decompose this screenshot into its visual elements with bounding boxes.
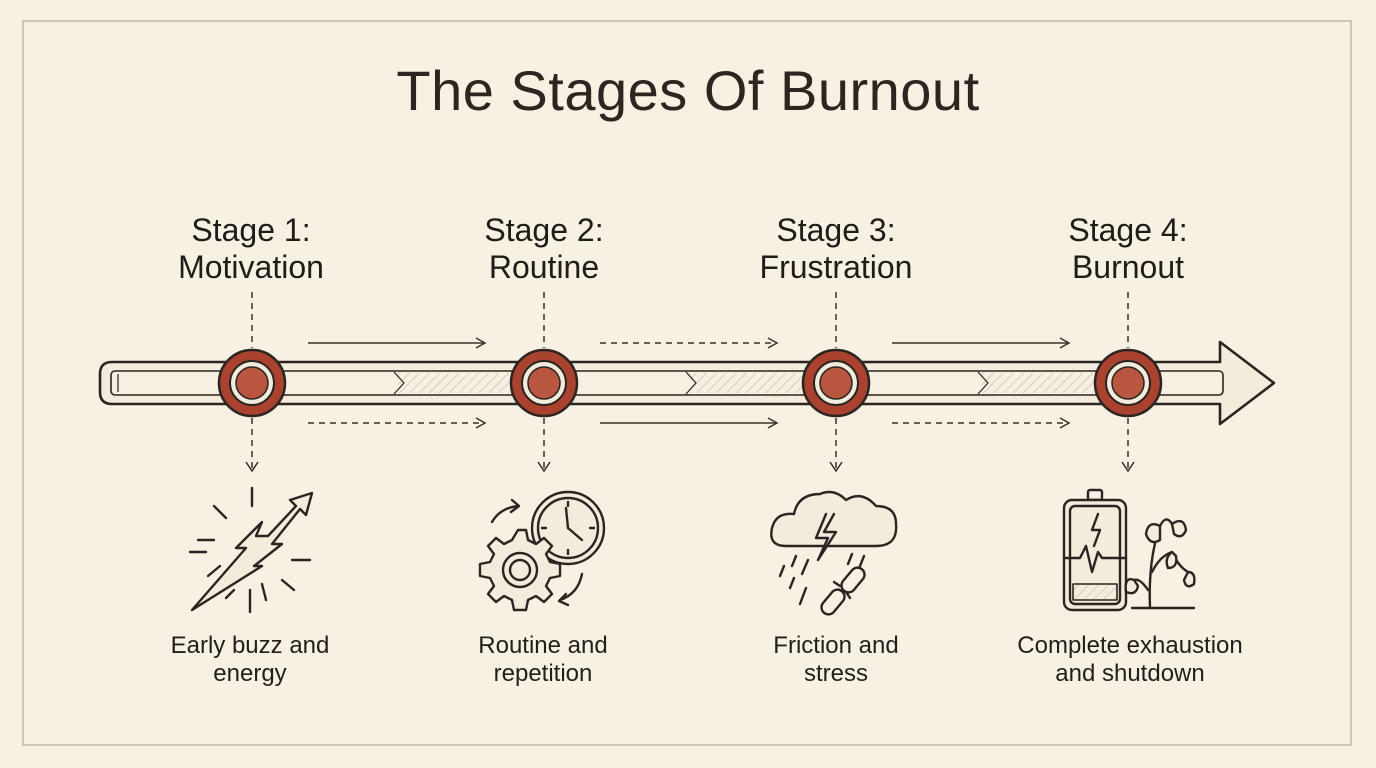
page-title: The Stages Of Burnout (396, 59, 980, 122)
low-battery-wilted-plant-icon (1062, 488, 1196, 612)
stage-4-description: Complete exhaustion and shutdown (990, 632, 1270, 688)
stage-3-desc-line1: Friction and (773, 632, 899, 659)
stage-1-desc-line2: energy (213, 660, 287, 687)
stage-2-number: Stage 2: (484, 212, 604, 248)
stage-2-label: Stage 2: Routine (414, 212, 674, 286)
stage-1-label: Stage 1: Motivation (121, 212, 381, 286)
timeline-arrow (98, 340, 1276, 426)
stage-4-name: Burnout (1071, 249, 1185, 285)
stage-2-name: Routine (488, 249, 600, 285)
stage-node-2 (509, 348, 579, 418)
stage-4-desc-line1: Complete exhaustion (1017, 632, 1243, 659)
flow-arrows (308, 337, 1071, 429)
stage-2-desc-line1: Routine and (478, 632, 608, 659)
stage-node-4 (1093, 348, 1163, 418)
stage-3-name: Frustration (759, 249, 913, 285)
stage-2-desc-line2: repetition (493, 660, 593, 687)
stage-3-description: Friction and stress (696, 632, 976, 688)
stage-node-3 (801, 348, 871, 418)
stage-4-desc-line2: and shutdown (1055, 660, 1205, 687)
stage-3-desc-line2: stress (803, 660, 868, 687)
stage-2-description: Routine and repetition (403, 632, 683, 688)
stage-4-number: Stage 4: (1068, 212, 1188, 248)
connector-arrowheads (245, 461, 1135, 473)
stage-node-1 (217, 348, 287, 418)
stage-connectors (251, 292, 1129, 468)
lightning-arrow-icon (188, 486, 314, 614)
gear-clock-icon (478, 490, 606, 612)
storm-cloud-broken-chain-icon (770, 490, 898, 616)
stage-1-name: Motivation (178, 249, 324, 285)
stage-4-label: Stage 4: Burnout (998, 212, 1258, 286)
stage-3-number: Stage 3: (776, 212, 896, 248)
stage-3-label: Stage 3: Frustration (706, 212, 966, 286)
stage-1-number: Stage 1: (191, 212, 311, 248)
stage-1-description: Early buzz and energy (110, 632, 390, 688)
frame-border (22, 20, 1352, 746)
stage-1-desc-line1: Early buzz and (170, 632, 330, 659)
